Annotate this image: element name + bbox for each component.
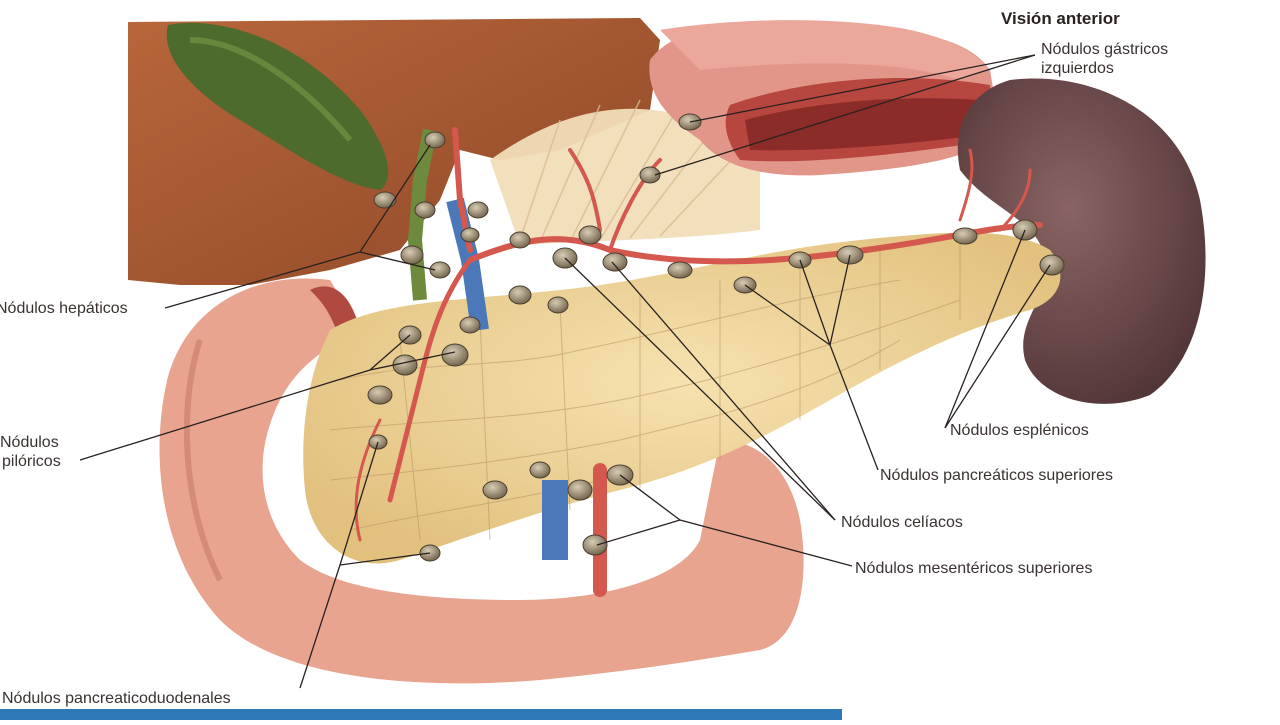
- label-pancreaticoduodenal-nodes: Nódulos pancreaticoduodenales: [2, 690, 231, 707]
- label-superior-pancreatic-nodes: Nódulos pancreáticos superiores: [880, 467, 1114, 484]
- label-pyloric-nodes-line1: Nódulos: [0, 434, 59, 451]
- footer-bar: [0, 709, 842, 720]
- label-hepatic-nodes: Nódulos hepáticos: [0, 300, 128, 317]
- label-superior-mesenteric-nodes: Nódulos mesentéricos superiores: [855, 560, 1093, 577]
- diagram-title: Visión anterior: [1001, 9, 1120, 28]
- duodenum: [159, 278, 804, 684]
- gallbladder: [166, 22, 389, 191]
- spleen: [957, 78, 1206, 404]
- label-splenic-nodes: Nódulos esplénicos: [950, 422, 1089, 439]
- label-celiac-nodes: Nódulos celíacos: [841, 514, 963, 531]
- leader-lines: [79, 54, 1051, 689]
- label-gastric-left-line2: izquierdos: [1041, 60, 1114, 77]
- ligament: [490, 108, 760, 245]
- label-gastric-left-line1: Nódulos gástricos: [1041, 41, 1169, 58]
- label-pyloric-nodes-line2: pilóricos: [2, 453, 61, 470]
